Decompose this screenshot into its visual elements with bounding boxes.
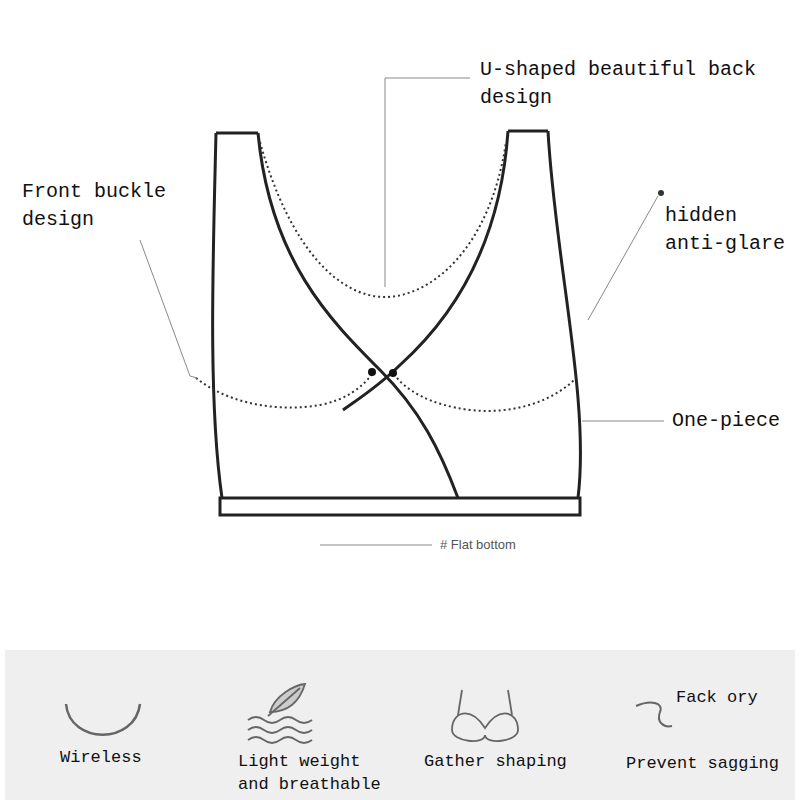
bra-icon [452, 690, 518, 741]
dotted-seams [196, 142, 576, 411]
feather-icon [248, 684, 312, 743]
feature-label: Gather shaping [424, 750, 589, 773]
callout-label: One-piece [672, 407, 797, 435]
buckle-dot [368, 368, 376, 376]
callout-label: Front buckle design [22, 178, 192, 234]
feature-label: Fack ory [676, 686, 776, 709]
feature-label: Prevent sagging [626, 752, 794, 775]
callout-label: hidden anti-glare [665, 202, 795, 258]
bra-outline [213, 131, 581, 515]
sag-icon [636, 703, 672, 727]
buckle-dot [389, 369, 397, 377]
note-label: # Flat bottom [440, 537, 560, 553]
leader-lines [140, 78, 664, 545]
wireless-icon [66, 704, 140, 735]
feature-label: Wireless [60, 746, 160, 769]
callout-label: U-shaped beautiful back design [480, 56, 780, 112]
leader-dot [658, 190, 664, 196]
feature-label: Light weight and breathable [238, 750, 388, 796]
feature-panel [5, 650, 795, 800]
